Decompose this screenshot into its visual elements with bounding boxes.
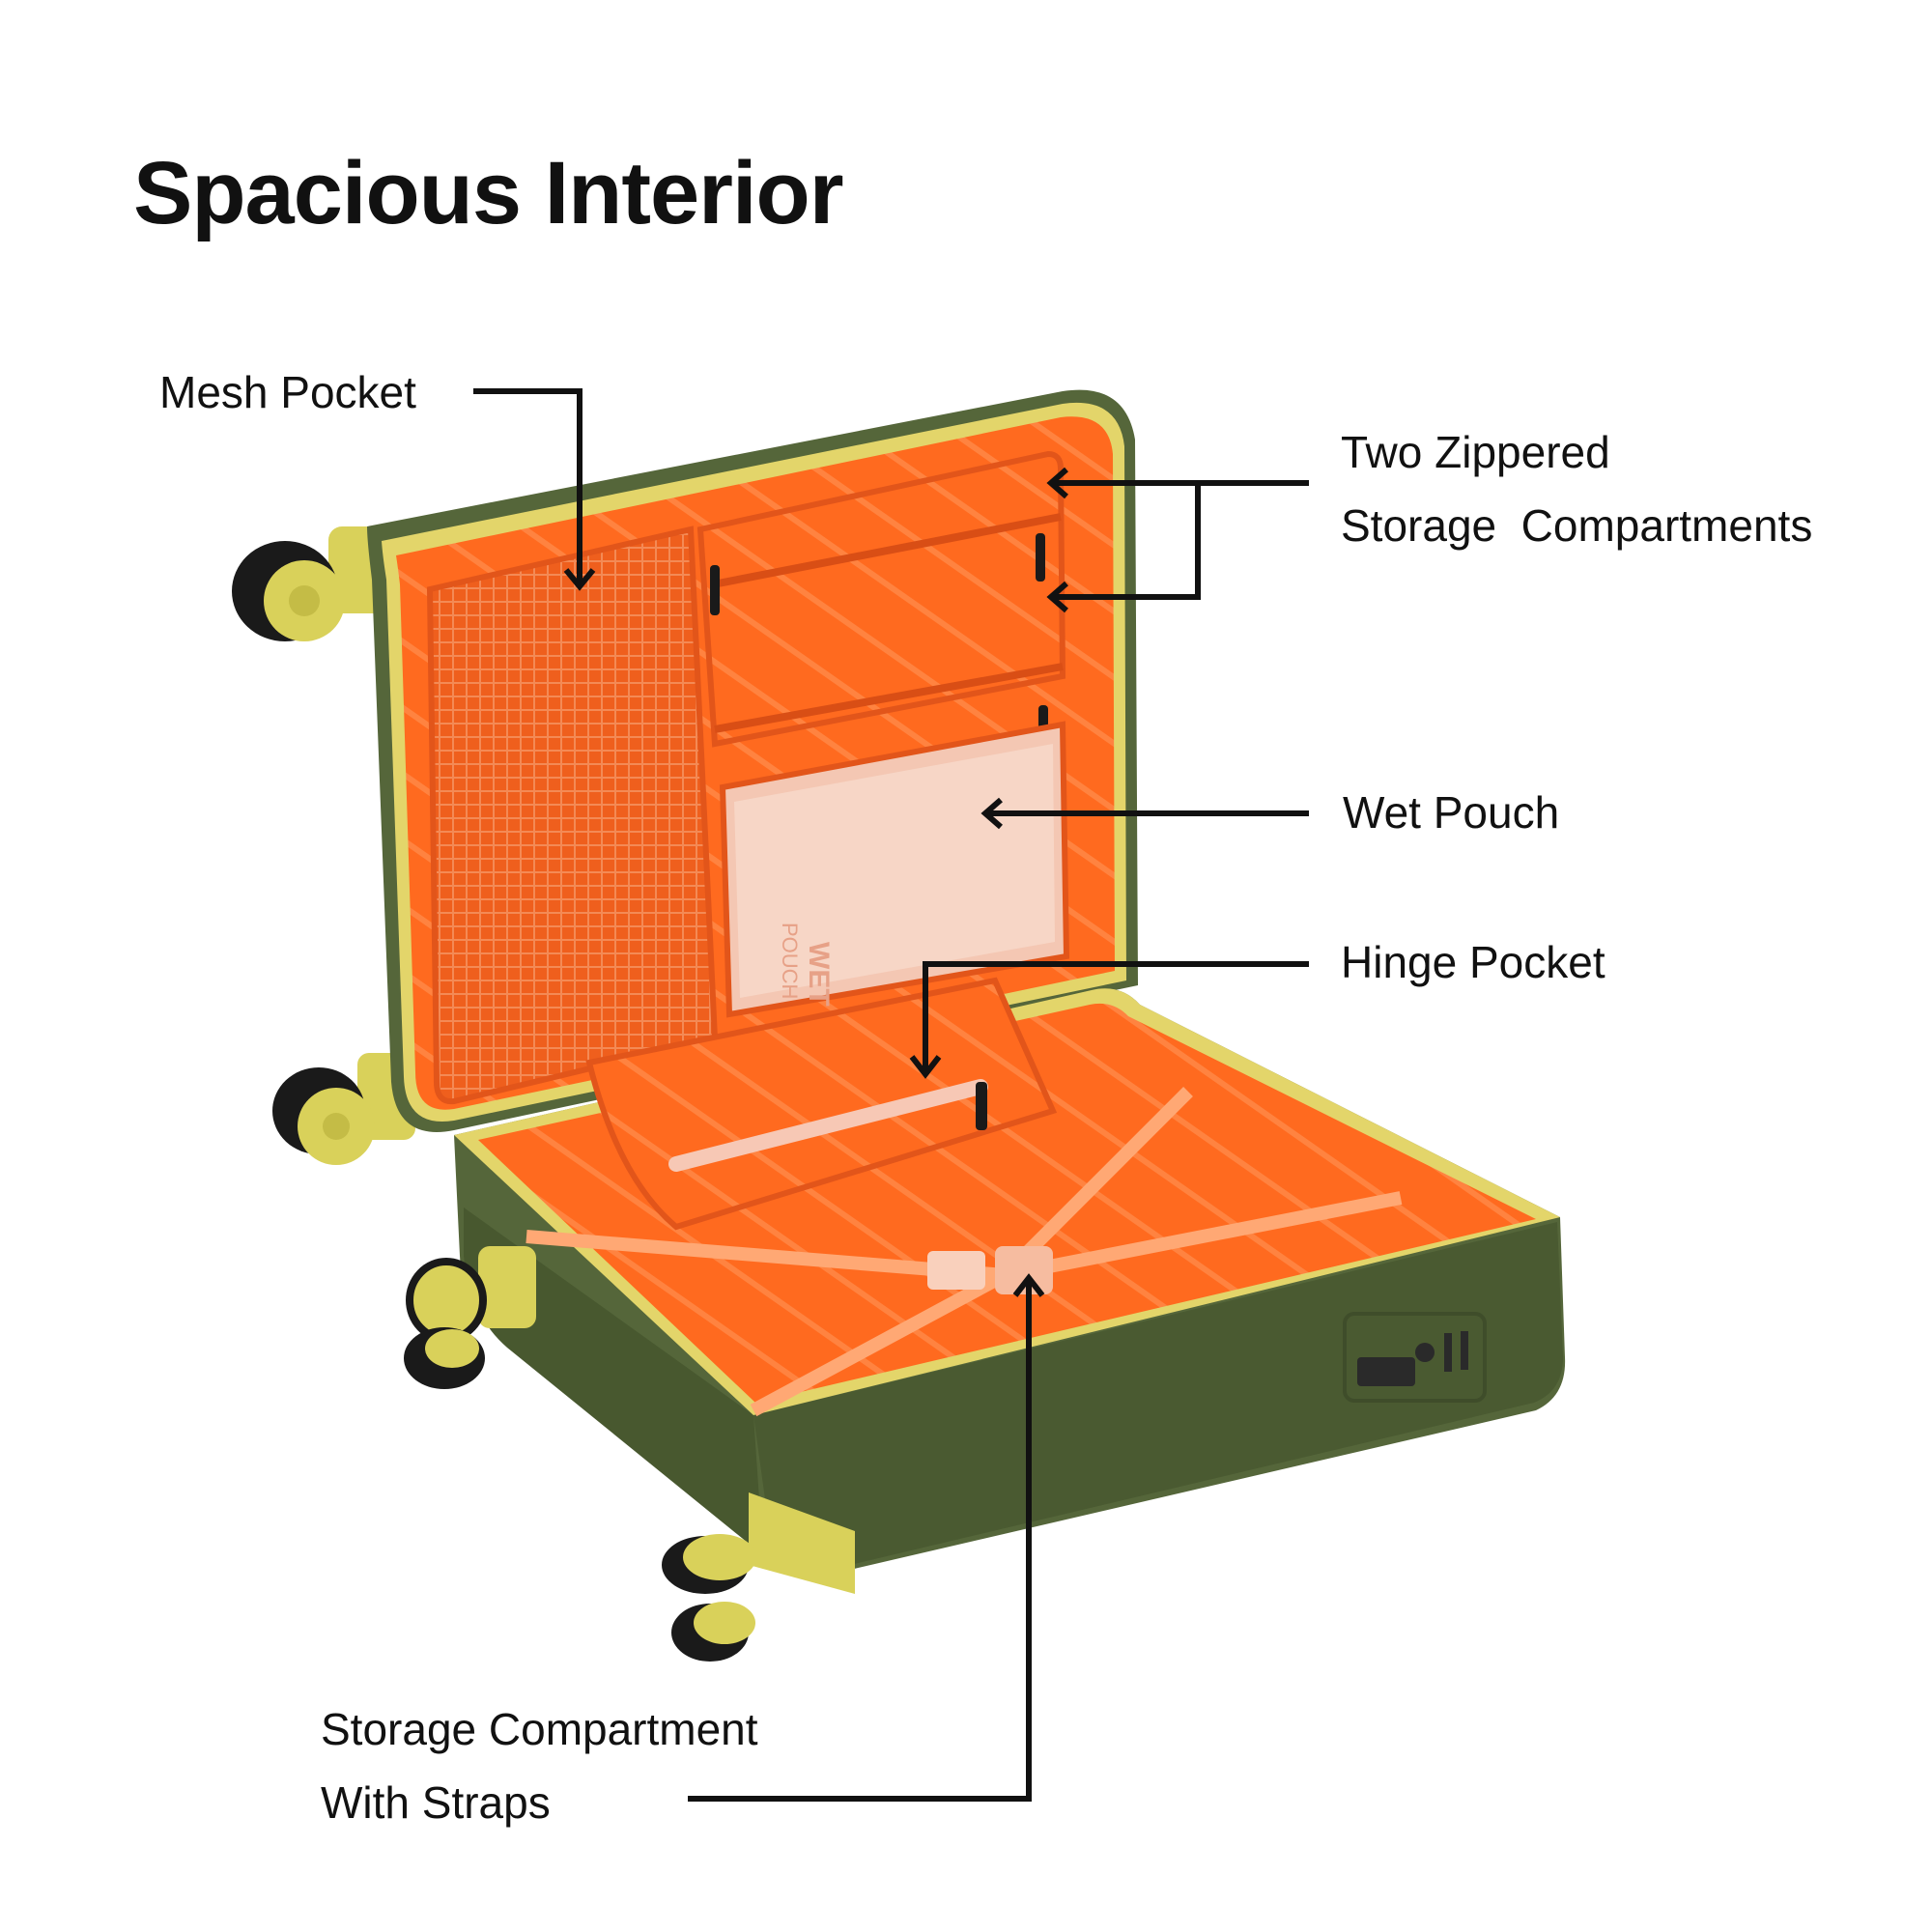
leader-straps [688, 1280, 1032, 1802]
mesh-pocket-panel [426, 526, 719, 1105]
label-storage-straps-line2: With Straps [321, 1777, 551, 1828]
wet-pouch: WET POUCH [719, 721, 1070, 1018]
wheel-mid-left [272, 1053, 415, 1165]
label-hinge-pocket: Hinge Pocket [1341, 925, 1605, 999]
label-two-zippered: Two Zippered Storage Compartments [1341, 415, 1812, 562]
wheel-lower-left [404, 1246, 536, 1389]
leader-lines [473, 388, 1309, 1802]
zippered-arrowhead-1 [1046, 467, 1068, 499]
label-two-zippered-line1: Two Zippered [1341, 427, 1610, 477]
wheel-bottom-front [662, 1492, 855, 1662]
label-hinge-pocket-text: Hinge Pocket [1341, 937, 1605, 987]
label-storage-straps: Storage Compartment With Straps [321, 1692, 758, 1839]
mesh-pocket-arrowhead [563, 568, 596, 591]
combination-lock [1343, 1312, 1487, 1403]
zippered-compartments [696, 450, 1066, 753]
compression-straps [526, 1087, 1403, 1417]
zippered-arrowhead-2 [1046, 581, 1068, 613]
label-two-zippered-line2: Storage Compartments [1341, 500, 1813, 551]
wet-pouch-tag-line2: POUCH [778, 923, 802, 999]
label-mesh-pocket: Mesh Pocket [159, 355, 416, 429]
leader-mesh-pocket [473, 388, 582, 584]
label-wet-pouch-text: Wet Pouch [1343, 787, 1560, 838]
straps-arrowhead [1012, 1273, 1045, 1297]
leader-hinge-pocket [923, 961, 1309, 1072]
label-mesh-pocket-text: Mesh Pocket [159, 367, 416, 417]
wet-pouch-arrowhead [980, 797, 1003, 830]
leader-zippered [1053, 480, 1309, 600]
hinge-pocket [585, 977, 1058, 1231]
label-storage-straps-line1: Storage Compartment [321, 1704, 758, 1754]
label-wet-pouch: Wet Pouch [1343, 776, 1559, 849]
wet-pouch-tag-line1: WET [803, 942, 835, 1007]
hinge-pocket-arrowhead [909, 1055, 942, 1079]
page-title: Spacious Interior [133, 144, 843, 242]
